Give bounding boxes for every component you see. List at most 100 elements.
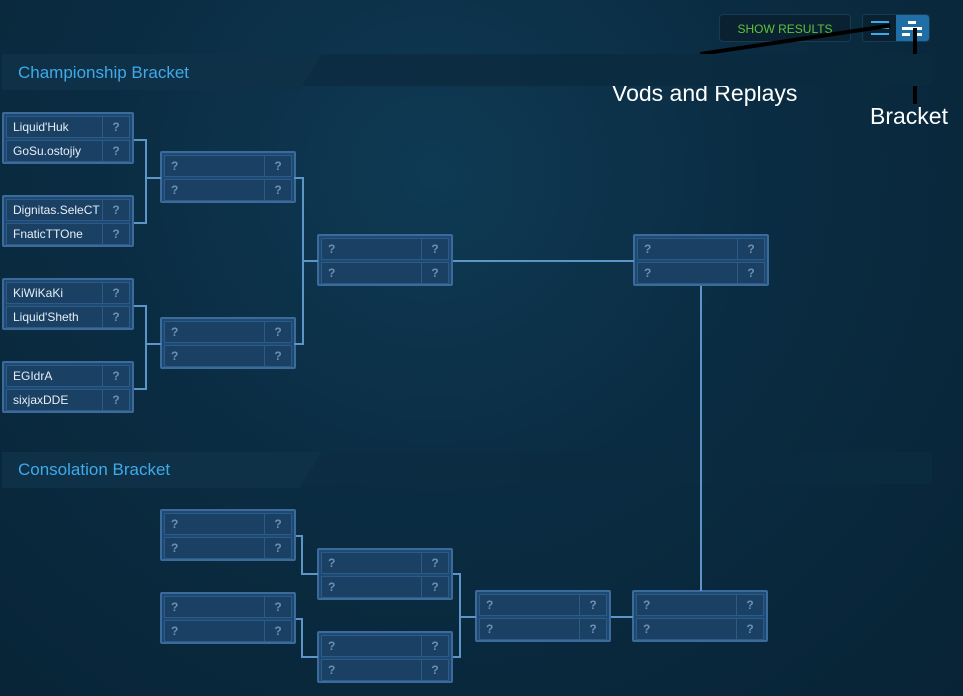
player-name: ? (479, 618, 580, 640)
connector-line (145, 343, 161, 345)
player-name: EGIdrA (6, 365, 103, 387)
connector-line (145, 177, 161, 179)
player-name: ? (164, 513, 265, 535)
player-name: ? (321, 552, 422, 574)
player-score: ? (265, 513, 292, 535)
championship-section-tab (2, 54, 322, 90)
player-score: ? (103, 116, 130, 138)
player-score: ? (737, 618, 764, 640)
match-champ-r1-1[interactable]: Liquid'Huk? GoSu.ostojiy? (2, 112, 134, 164)
player-score: ? (422, 659, 449, 681)
player-score: ? (103, 282, 130, 304)
connector-line (296, 618, 302, 620)
match-champ-r2-2[interactable]: ?? ?? (160, 317, 296, 369)
player-score: ? (580, 594, 607, 616)
player-name: ? (164, 596, 265, 618)
connector-line (700, 286, 702, 591)
player-score: ? (422, 552, 449, 574)
player-score: ? (265, 345, 292, 367)
match-champ-r1-4[interactable]: EGIdrA? sixjaxDDE? (2, 361, 134, 413)
consolation-title: Consolation Bracket (18, 460, 171, 479)
player-name: ? (637, 262, 738, 284)
player-name: ? (321, 659, 422, 681)
match-champ-semifinal[interactable]: ?? ?? (317, 234, 453, 286)
bracket-icon (902, 21, 922, 36)
connector-line (301, 573, 318, 575)
player-score: ? (265, 620, 292, 642)
bracket-annotation-label: Bracket (870, 103, 948, 129)
player-name: ? (479, 594, 580, 616)
player-score: ? (103, 199, 130, 221)
bracket-view-button[interactable] (896, 15, 929, 41)
player-score: ? (580, 618, 607, 640)
player-score: ? (103, 365, 130, 387)
player-name: ? (636, 618, 737, 640)
match-cons-r2-1[interactable]: ?? ?? (317, 548, 453, 600)
match-champ-final[interactable]: ?? ?? (633, 234, 769, 286)
connector-line (301, 618, 303, 658)
connector-line (301, 535, 303, 575)
connector-line (459, 573, 461, 658)
connector-line (296, 535, 302, 537)
player-score: ? (103, 223, 130, 245)
player-name: ? (321, 576, 422, 598)
connector-line (145, 139, 147, 224)
connector-line (459, 616, 476, 618)
match-champ-r2-1[interactable]: ?? ?? (160, 151, 296, 203)
connector-line (302, 260, 318, 262)
connector-line (134, 388, 146, 390)
connector-line (134, 139, 146, 141)
player-name: ? (164, 537, 265, 559)
player-score: ? (265, 179, 292, 201)
player-name: ? (164, 345, 265, 367)
player-name: Dignitas.SeleCT (6, 199, 103, 221)
player-name: FnaticTTOne (6, 223, 103, 245)
championship-title: Championship Bracket (18, 63, 190, 82)
player-name: ? (164, 620, 265, 642)
match-champ-r1-2[interactable]: Dignitas.SeleCT? FnaticTTOne? (2, 195, 134, 247)
match-cons-r2-2[interactable]: ?? ?? (317, 631, 453, 683)
player-score: ? (103, 306, 130, 328)
player-name: Liquid'Sheth (6, 306, 103, 328)
player-name: ? (164, 179, 265, 201)
match-champ-r1-3[interactable]: KiWiKaKi? Liquid'Sheth? (2, 278, 134, 330)
player-score: ? (422, 635, 449, 657)
player-score: ? (103, 389, 130, 411)
player-name: ? (164, 321, 265, 343)
player-name: ? (164, 155, 265, 177)
connector-line (145, 305, 147, 390)
player-name: sixjaxDDE (6, 389, 103, 411)
player-score: ? (103, 140, 130, 162)
player-score: ? (265, 596, 292, 618)
player-name: KiWiKaKi (6, 282, 103, 304)
connector-line (453, 656, 460, 658)
player-score: ? (422, 238, 449, 260)
match-cons-r1-2[interactable]: ?? ?? (160, 592, 296, 644)
show-results-button[interactable]: SHOW RESULTS (719, 14, 851, 42)
player-score: ? (265, 321, 292, 343)
player-name: Liquid'Huk (6, 116, 103, 138)
connector-line (294, 177, 304, 179)
connector-line (134, 222, 146, 224)
player-score: ? (738, 238, 765, 260)
player-score: ? (737, 594, 764, 616)
connector-line (301, 656, 318, 658)
connector-line (453, 260, 634, 262)
player-name: GoSu.ostojiy (6, 140, 103, 162)
connector-line (134, 305, 146, 307)
consolation-section-tab (2, 452, 322, 488)
player-name: ? (321, 238, 422, 260)
player-score: ? (738, 262, 765, 284)
connector-line (294, 343, 304, 345)
match-cons-r1-1[interactable]: ?? ?? (160, 509, 296, 561)
player-score: ? (265, 537, 292, 559)
player-name: ? (637, 238, 738, 260)
player-score: ? (422, 576, 449, 598)
player-name: ? (321, 262, 422, 284)
connector-line (611, 616, 633, 618)
player-name: ? (636, 594, 737, 616)
match-cons-final[interactable]: ?? ?? (632, 590, 768, 642)
connector-line (453, 573, 460, 575)
player-score: ? (265, 155, 292, 177)
match-cons-semifinal[interactable]: ?? ?? (475, 590, 611, 642)
